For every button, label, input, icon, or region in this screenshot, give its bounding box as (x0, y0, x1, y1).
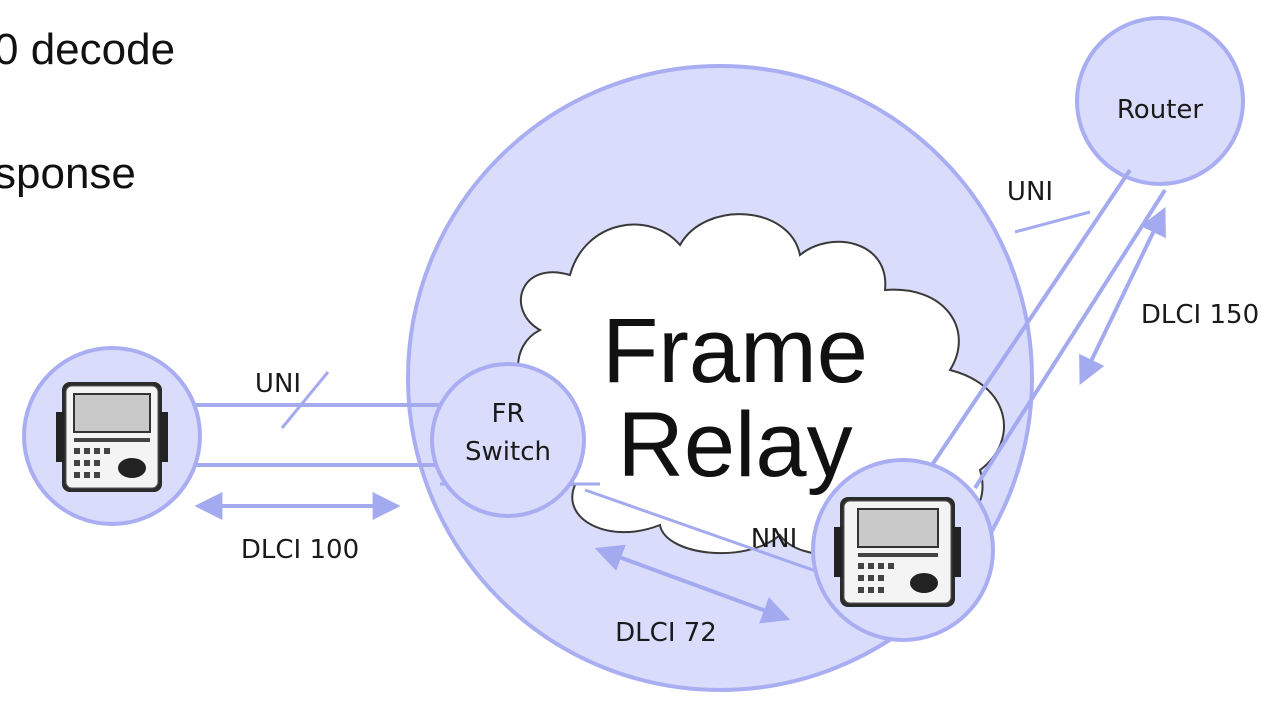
cloud-label-relay: Relay (617, 394, 852, 496)
dlci-72-label: DLCI 72 (615, 618, 717, 648)
uni-right-label: UNI (1007, 177, 1053, 207)
uni-left-label: UNI (255, 369, 301, 399)
fr-switch-node[interactable] (430, 362, 586, 518)
router-label: Router (1117, 95, 1203, 125)
uni-left-slash (280, 371, 330, 429)
right-tester-device-icon (834, 497, 961, 607)
left-tester-device-icon (56, 382, 168, 492)
switch-label-switch: Switch (465, 437, 551, 467)
cloud-label-frame: Frame (602, 300, 868, 402)
bullet-line-decode: 0 decode (0, 25, 176, 74)
dlci-100-label: DLCI 100 (241, 535, 359, 565)
dlci-72-arrow (594, 544, 791, 624)
uni-right-slash (1014, 210, 1091, 234)
bullet-line-response: sponse (0, 149, 136, 198)
dlci-150-arrow (1079, 206, 1166, 386)
nni-label: NNI (751, 524, 798, 554)
switch-label-fr: FR (491, 399, 524, 429)
dlci-150-label: DLCI 150 (1141, 300, 1259, 330)
router-node[interactable] (1075, 16, 1245, 186)
